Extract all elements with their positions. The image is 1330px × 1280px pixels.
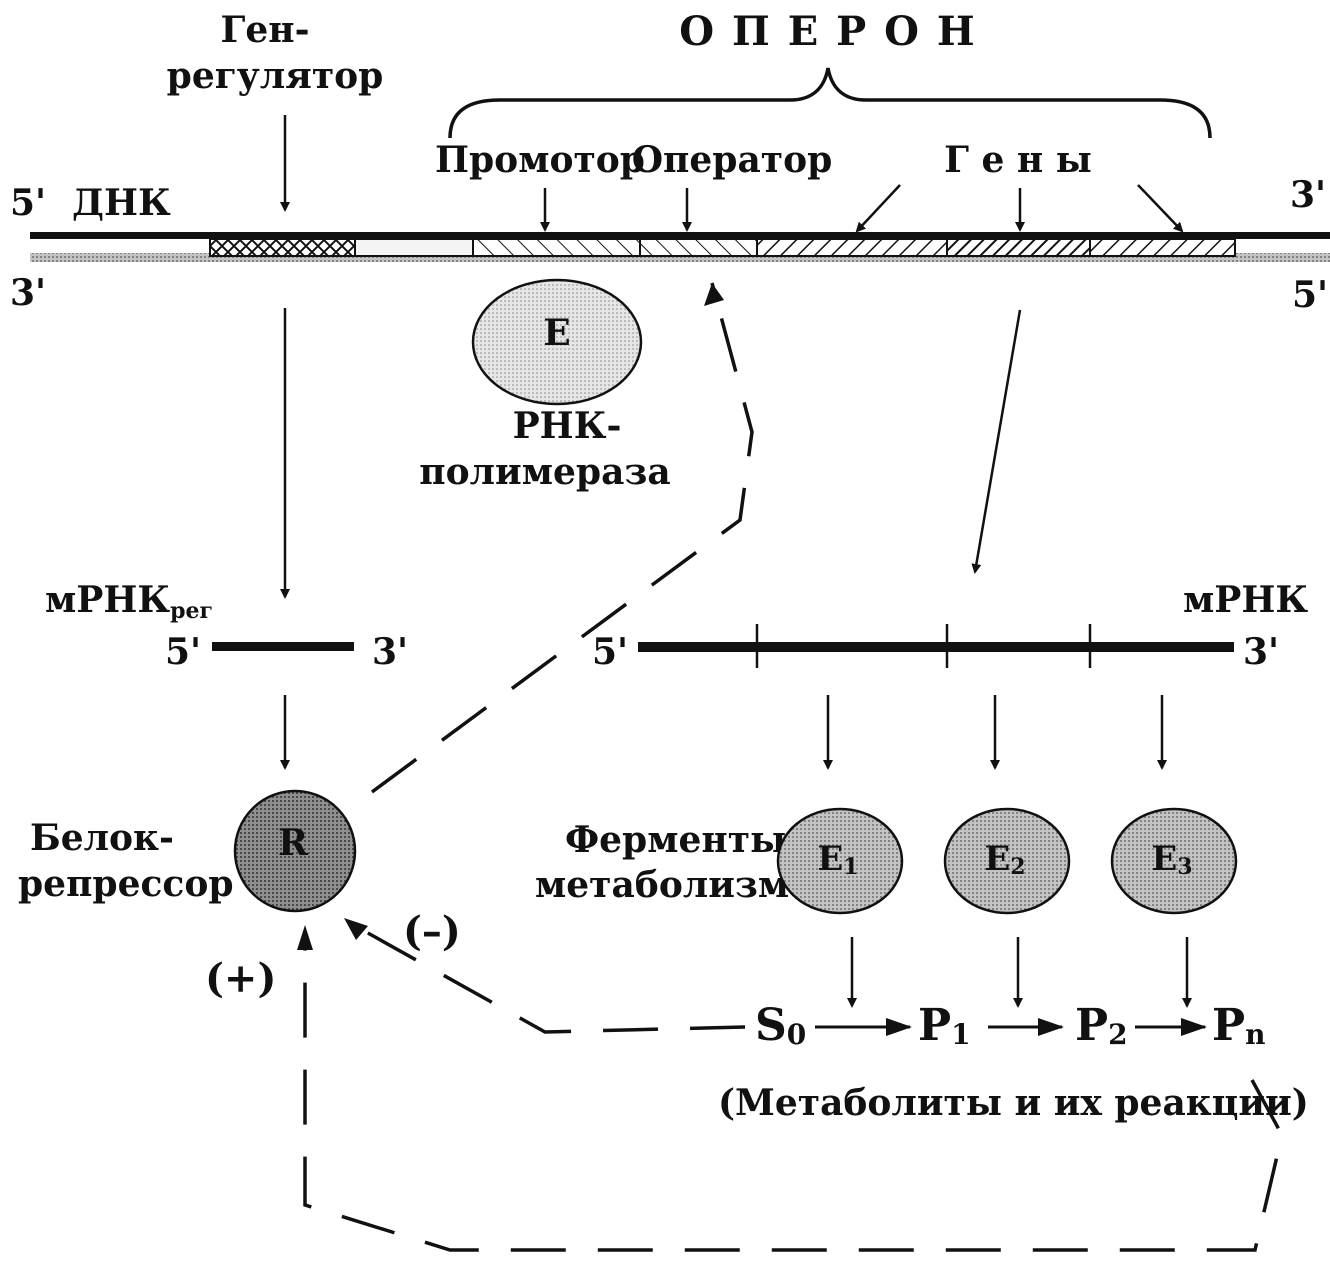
repressor-protein-shape [233,789,357,913]
negative-feedback-arrowhead [344,918,368,940]
dna-3prime-bottom: 3' [10,272,46,314]
dna-top-strand [30,232,1330,239]
repressor-label-line2: репрессор [18,863,234,905]
operator-binding-arrowhead [704,283,724,306]
dna-3prime-top: 3' [1290,174,1326,216]
dna-5prime-bottom: 5' [1292,274,1328,316]
enzyme-3-label: E3 [1151,839,1192,880]
operon-label: О П Е Р О Н [679,8,976,55]
enzyme-action-arrows [847,937,1192,1008]
dna-5prime-top: 5' [10,182,46,224]
rna-polymerase-letter: E [543,312,570,354]
mrna-3prime: 3' [1243,631,1279,673]
mrna-reg-label: мРНКрег [45,579,213,624]
region-pointer-arrows [280,115,1184,233]
mrna-reg-3prime: 3' [372,631,408,673]
mrna-reg-5prime: 5' [165,631,201,673]
enzyme-2-label: E2 [984,839,1025,880]
promoter-segment [472,238,641,257]
plus-sign: (+) [205,955,276,1002]
negative-feedback-dashed-path [349,921,746,1034]
regulator-gene-segment [209,238,356,257]
repressor-to-operator-dashed-path [370,282,754,794]
metabolite-pn: Pn [1212,1000,1265,1051]
enzyme-1-shape [776,807,904,915]
mrna-reg-strand [212,642,354,651]
metabolites-caption: (Метаболиты и их реакции) [718,1082,1309,1124]
spacer-segment [354,238,474,257]
mrna-strand [638,642,1234,652]
mrna-reg-label-sub: рег [170,598,213,624]
metabolite-p1: P1 [918,1000,971,1051]
mrna-reg-label-base: мРНК [45,579,170,621]
gene-regulator-label-line2: регулятор [167,55,384,97]
gene-regulator-label-line1: Ген- [220,9,309,51]
enzymes-label-line1: Ферменты [565,819,786,861]
mrna-5prime: 5' [592,631,628,673]
metabolite-s0: S0 [755,1000,806,1051]
enzyme-1-label: E1 [817,839,858,880]
translation-arrows [280,695,1167,770]
gene-1-pointer-arrow [855,184,901,233]
positive-feedback-dashed-path [303,945,1284,1252]
operator-label: Оператор [632,139,833,181]
genes-label: Г е н ы [944,139,1092,181]
operator-segment [639,238,758,257]
rna-polymerase-shape [471,278,643,406]
gene-1-segment [756,238,948,257]
promoter-label: Промотор [435,139,645,181]
dna-strand [30,232,1330,262]
rna-polymerase-label-line1: РНК- [513,405,622,447]
minus-sign: (–) [403,908,461,955]
dna-label: ДНК [72,182,171,224]
gene-3-segment [1089,238,1236,257]
operon-transcription-arrow [971,309,1022,574]
mrna-label: мРНК [1183,579,1308,621]
operon-brace [448,67,1212,139]
repressor-label-line1: Белок- [30,817,174,859]
gene-2-segment [946,238,1091,257]
enzyme-3-shape [1110,807,1238,915]
enzyme-2-shape [943,807,1071,915]
rna-polymerase-label-line2: полимераза [419,451,670,493]
gene-3-pointer-arrow [1137,184,1184,233]
dna-bottom-strand [30,253,1330,262]
metabolite-p2: P2 [1075,1000,1128,1051]
enzymes-label-line2: метаболизма [535,864,813,906]
positive-feedback-arrowhead [297,925,313,950]
repressor-letter: R [278,822,309,864]
